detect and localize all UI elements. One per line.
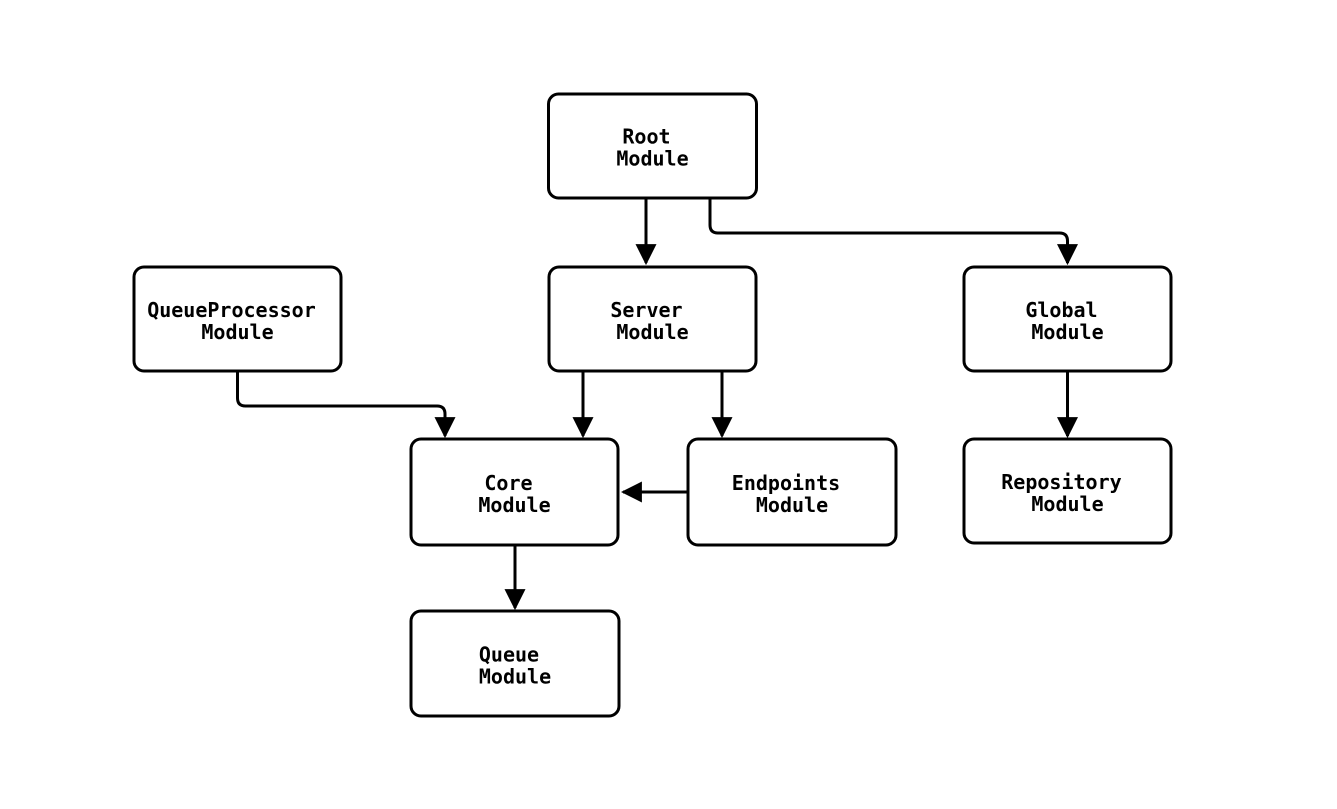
node-root-module: Root Module	[547, 92, 758, 200]
node-label: Global Module	[1025, 298, 1109, 344]
node-core-module: Core Module	[409, 437, 620, 547]
node-queue-module: Queue Module	[409, 609, 621, 718]
node-box	[962, 437, 1173, 545]
node-label-line2: Module	[1031, 492, 1103, 516]
node-label-line2: Module	[478, 493, 550, 517]
node-label-line1: Server	[610, 298, 682, 322]
node-label-line1: Repository	[1001, 470, 1121, 494]
node-label: Server Module	[610, 298, 694, 344]
node-label: Core Module	[478, 471, 550, 517]
node-label: Repository Module	[1001, 470, 1133, 516]
node-label: Endpoints Module	[732, 471, 852, 517]
node-global-module: Global Module	[962, 265, 1173, 373]
node-box	[409, 437, 620, 547]
node-box	[547, 265, 758, 373]
node-label-line1: QueueProcessor	[147, 298, 316, 322]
node-label-line1: Endpoints	[732, 471, 840, 495]
edge-layer	[236, 198, 1078, 611]
node-queueprocessor-module: QueueProcessor Module	[132, 265, 343, 373]
node-label-line2: Module	[616, 147, 688, 171]
node-label-line2: Module	[756, 493, 828, 517]
node-label: Root Module	[616, 125, 688, 171]
node-label: Queue Module	[479, 643, 551, 689]
node-box	[409, 609, 621, 718]
node-label-line2: Module	[616, 320, 688, 344]
edge-queueprocessor-to-core	[236, 371, 456, 439]
node-label-line1: Root	[622, 125, 670, 149]
node-server-module: Server Module	[547, 265, 758, 373]
node-endpoints-module: Endpoints Module	[686, 437, 898, 547]
node-label-line1: Global	[1025, 298, 1097, 322]
node-repository-module: Repository Module	[962, 437, 1173, 545]
node-label-line1: Core	[484, 471, 532, 495]
node-box	[132, 265, 343, 373]
node-label-line2: Module	[1031, 320, 1103, 344]
node-label-line1: Queue	[479, 643, 539, 667]
node-box	[962, 265, 1173, 373]
edge-root-to-global	[708, 198, 1078, 266]
node-box	[686, 437, 898, 547]
node-label-line2: Module	[201, 320, 273, 344]
node-label: QueueProcessor Module	[147, 298, 328, 344]
node-box	[547, 92, 758, 200]
node-label-line2: Module	[479, 665, 551, 689]
